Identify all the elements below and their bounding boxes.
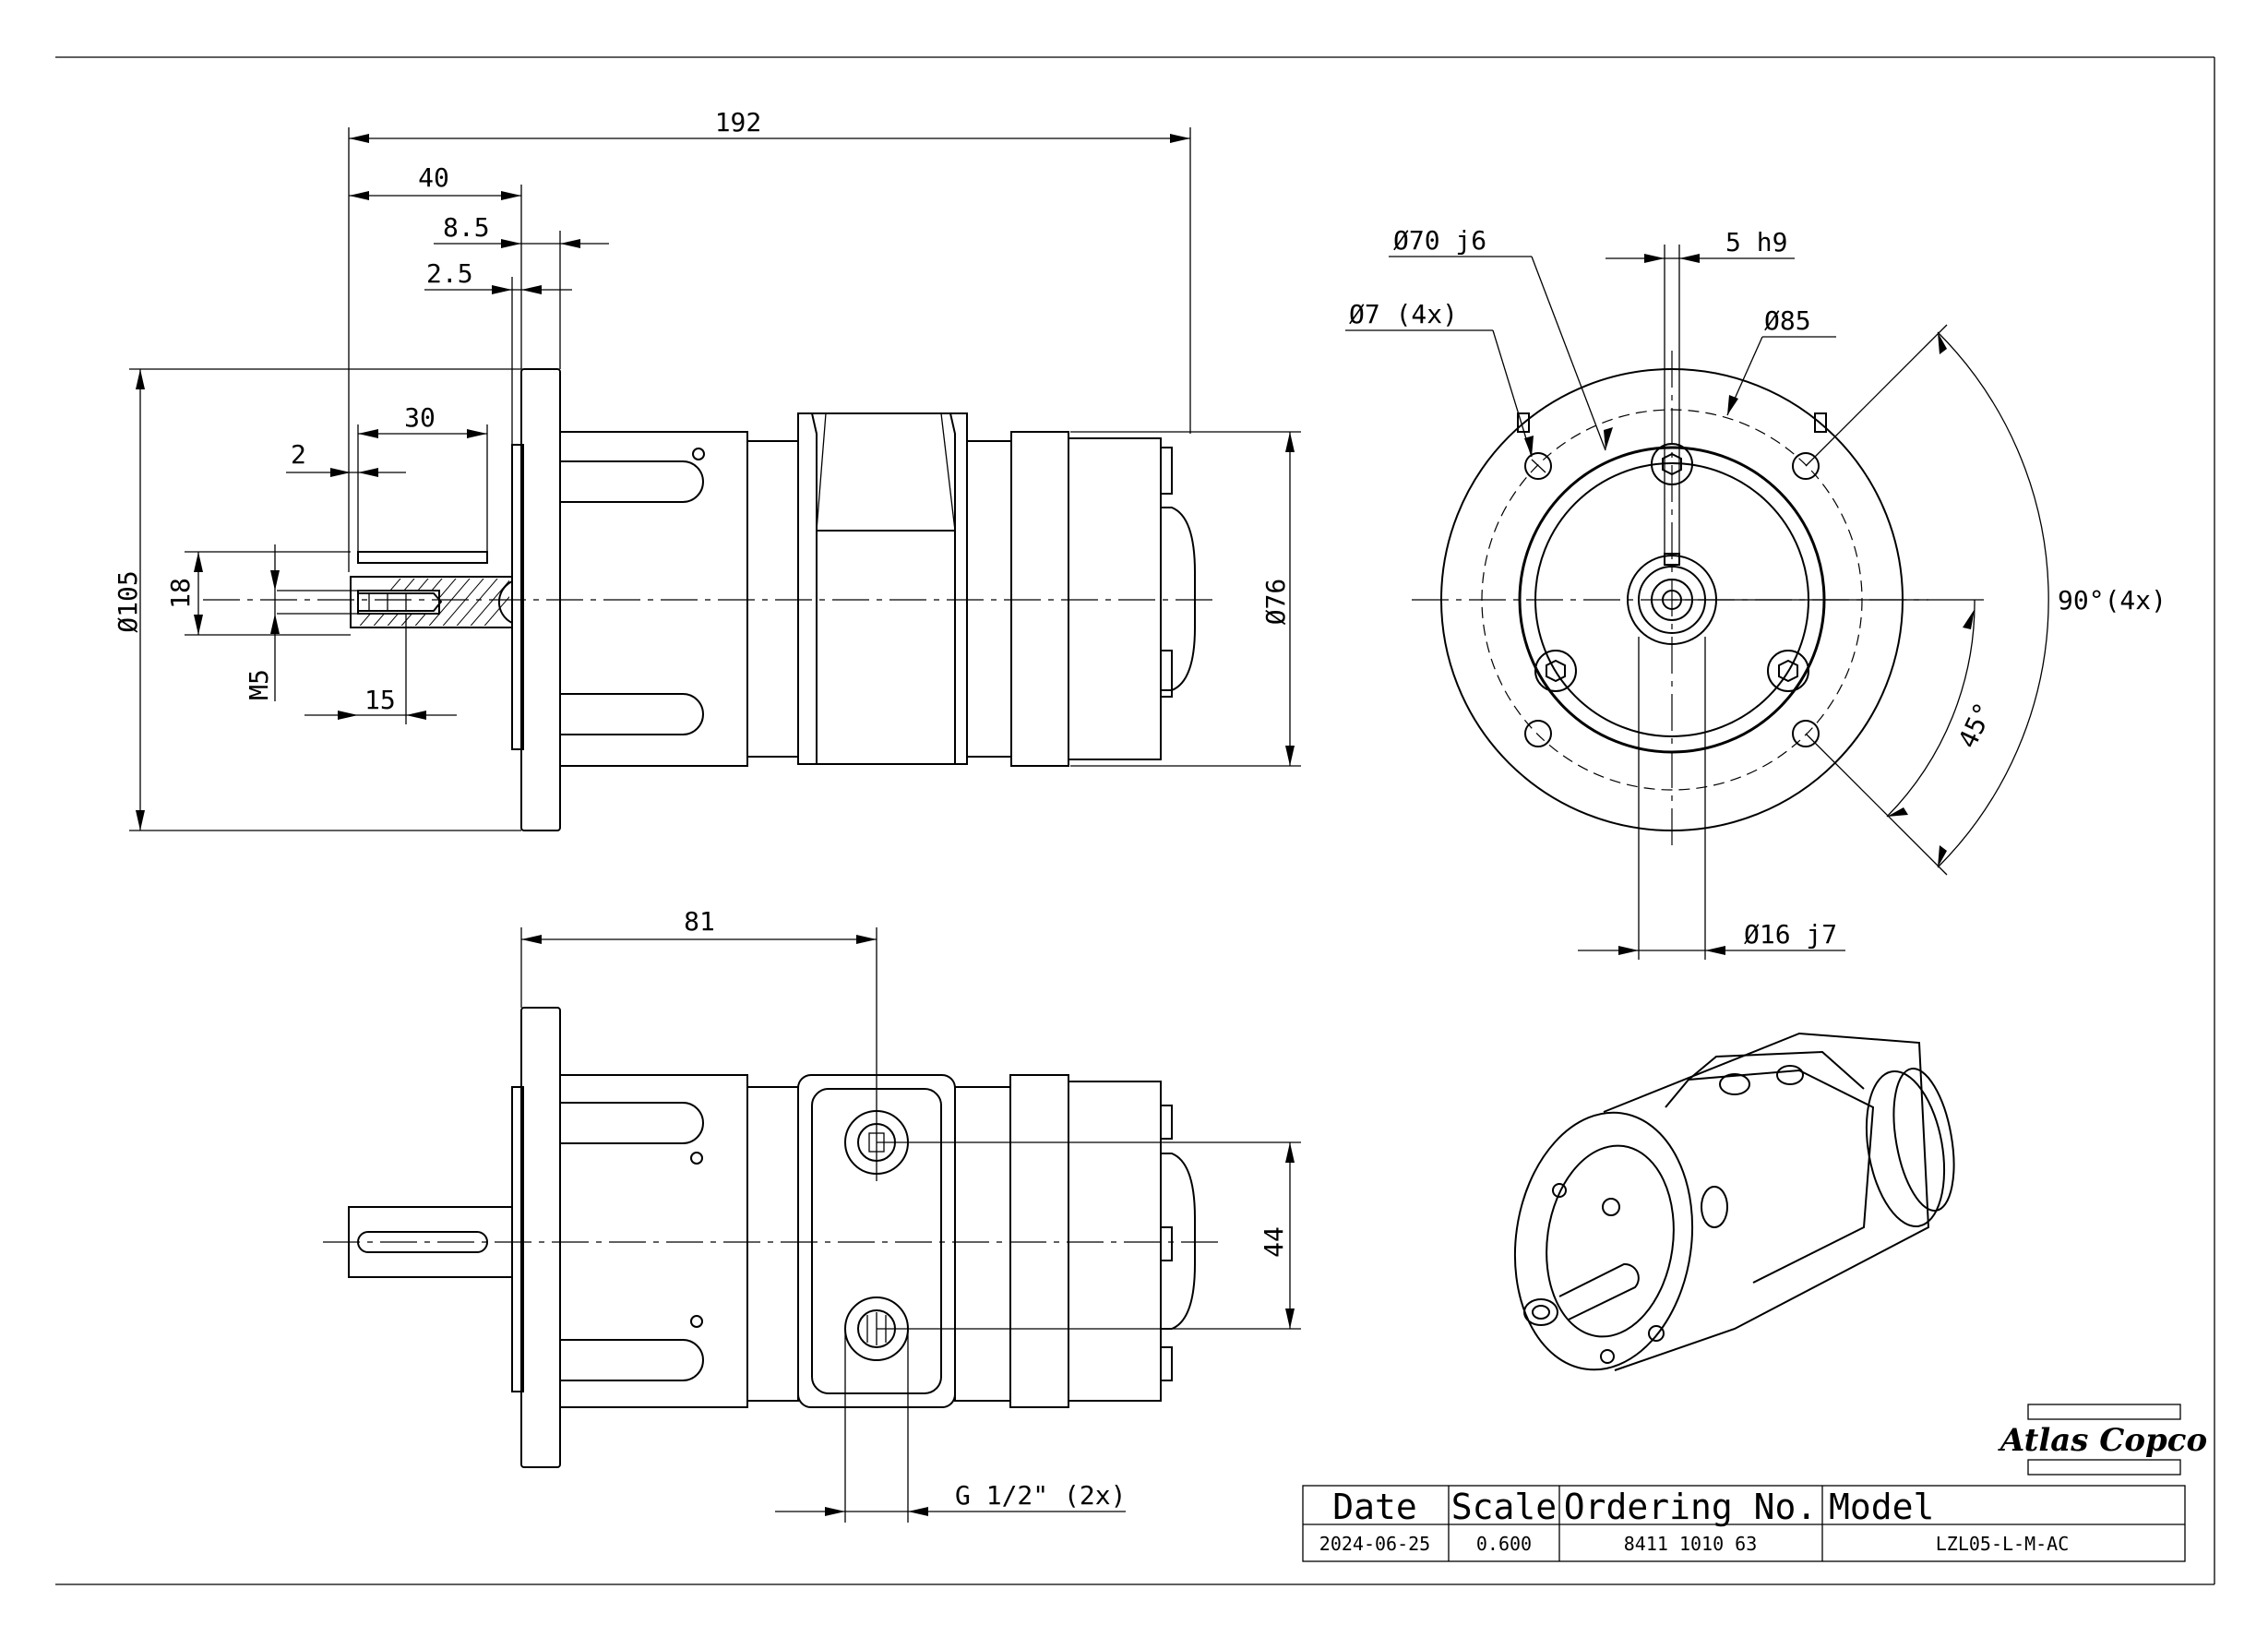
dim-flange-diameter: Ø105 <box>113 570 143 632</box>
dim-key-offset: 2 <box>291 439 306 470</box>
dim-bolt-holes: Ø7 (4x) <box>1349 299 1458 329</box>
dim-pilot-diameter: Ø70 j6 <box>1393 225 1486 256</box>
value-date: 2024-06-25 <box>1319 1533 1430 1555</box>
dim-angle-90: 90°(4x) <box>2058 585 2167 615</box>
header-scale: Scale <box>1451 1487 1557 1527</box>
front-view-dimensions: Ø70 j6 5 h9 Ø7 (4x) Ø85 90°(4x) 45° Ø16 … <box>1345 225 2167 960</box>
dim-thread: M5 <box>244 669 274 700</box>
dim-port-thread: G 1/2" (2x) <box>955 1480 1126 1511</box>
value-ordering-no: 8411 1010 63 <box>1624 1533 1758 1555</box>
dim-body-diameter: Ø76 <box>1260 579 1291 626</box>
dim-key-width: 5 h9 <box>1725 227 1787 257</box>
value-scale: 0.600 <box>1476 1533 1532 1555</box>
brand-logo: Atlas Copco <box>1998 1404 2207 1476</box>
header-model: Model <box>1829 1487 1934 1527</box>
bottom-view-dimensions: 81 44 G 1/2" (2x) <box>520 906 1301 1523</box>
dim-angle-45: 45° <box>1952 698 1999 753</box>
dim-key-length: 30 <box>404 402 436 433</box>
dim-flange-to-shaft: 40 <box>418 162 449 193</box>
brand-name: Atlas Copco <box>1998 1422 2207 1459</box>
side-view-bottom <box>323 1007 1218 1468</box>
dim-shaft-keyway: 18 <box>165 578 196 609</box>
dim-port-position: 81 <box>684 906 715 937</box>
dim-overall-length: 192 <box>715 107 762 137</box>
isometric-view <box>1513 1032 1955 1371</box>
title-block: Atlas Copco Date Scale Ordering No. Mode… <box>1302 1404 2207 1562</box>
side-view-top <box>203 368 1218 831</box>
header-date: Date <box>1332 1487 1417 1527</box>
dim-port-spacing: 44 <box>1259 1226 1289 1258</box>
value-model: LZL05-L-M-AC <box>1936 1533 2070 1555</box>
dim-shaft-diameter: Ø16 j7 <box>1744 919 1837 950</box>
dim-thread-depth: 15 <box>364 685 396 715</box>
dim-flange-thickness: 8.5 <box>443 212 490 243</box>
dim-pilot-step: 2.5 <box>426 258 473 289</box>
dim-bolt-circle: Ø85 <box>1764 305 1811 336</box>
top-view-dimensions: 192 40 8.5 2.5 30 2 Ø105 <box>113 107 1301 831</box>
header-ordering-no: Ordering No. <box>1564 1487 1818 1527</box>
